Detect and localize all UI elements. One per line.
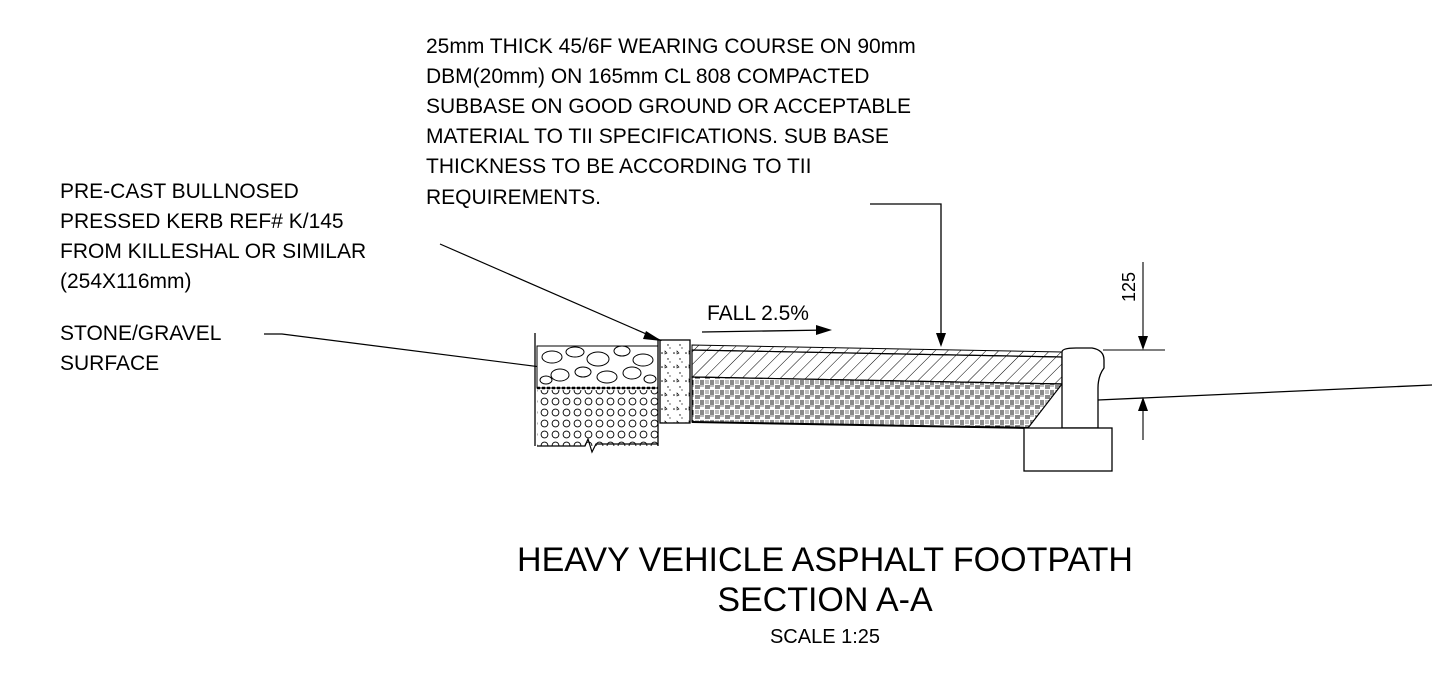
kerb-spec-arrowhead	[643, 331, 662, 341]
pavement-spec-arrowhead	[936, 333, 946, 347]
kerb-spec-leader	[439, 243, 661, 341]
dimension-label: 125	[1119, 272, 1139, 302]
pavement-spec-leader	[870, 203, 942, 343]
kerb-foundation	[1023, 427, 1113, 472]
fall-arrow	[701, 329, 829, 333]
fall-arrowhead	[816, 325, 832, 335]
subbase-bottom-line	[691, 421, 1029, 429]
section-title: SECTION A-A	[717, 581, 933, 619]
dimension-arrowhead-top	[1138, 336, 1148, 350]
bullnosed-kerb	[1061, 347, 1105, 429]
scale-label: SCALE 1:25	[770, 626, 880, 648]
surface-spec-label: STONE/GRAVEL SURFACE	[60, 322, 227, 375]
dimension-arrowhead-bottom	[1138, 397, 1148, 411]
subbase-layer	[691, 376, 1064, 429]
drawing-title: HEAVY VEHICLE ASPHALT FOOTPATH	[517, 541, 1133, 579]
road-surface-line	[1097, 384, 1432, 401]
kerb-spec-label: PRE-CAST BULLNOSED PRESSED KERB REF# K/1…	[60, 180, 372, 293]
edge-kerb	[659, 339, 691, 424]
surface-spec-leader	[264, 333, 581, 373]
subbase-layer-left	[537, 390, 658, 446]
pavement-spec-label: 25mm THICK 45/6F WEARING COURSE ON 90mm …	[426, 35, 922, 209]
fall-label: FALL 2.5%	[707, 302, 809, 325]
gravel-stones	[539, 345, 657, 385]
ground-break-line	[537, 437, 658, 454]
